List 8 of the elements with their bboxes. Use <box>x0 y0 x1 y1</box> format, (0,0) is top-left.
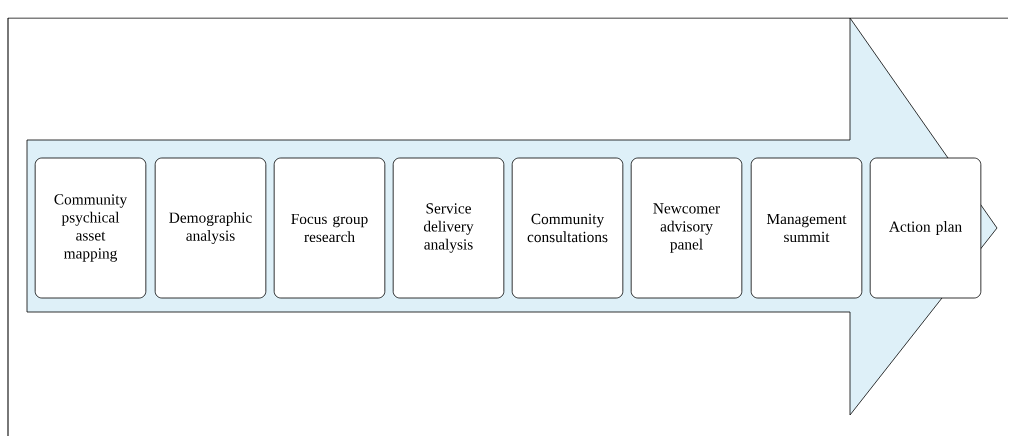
process-box: Community psychical asset mapping <box>34 157 147 299</box>
process-box: Management summit <box>750 157 863 299</box>
process-box: Community consultations <box>511 157 624 299</box>
process-box: Action plan <box>869 157 982 299</box>
process-box: Focus group research <box>273 157 386 299</box>
process-box: Demographic analysis <box>154 157 267 299</box>
process-box: Newcomer advisory panel <box>630 157 743 299</box>
process-box: Service delivery analysis <box>392 157 505 299</box>
